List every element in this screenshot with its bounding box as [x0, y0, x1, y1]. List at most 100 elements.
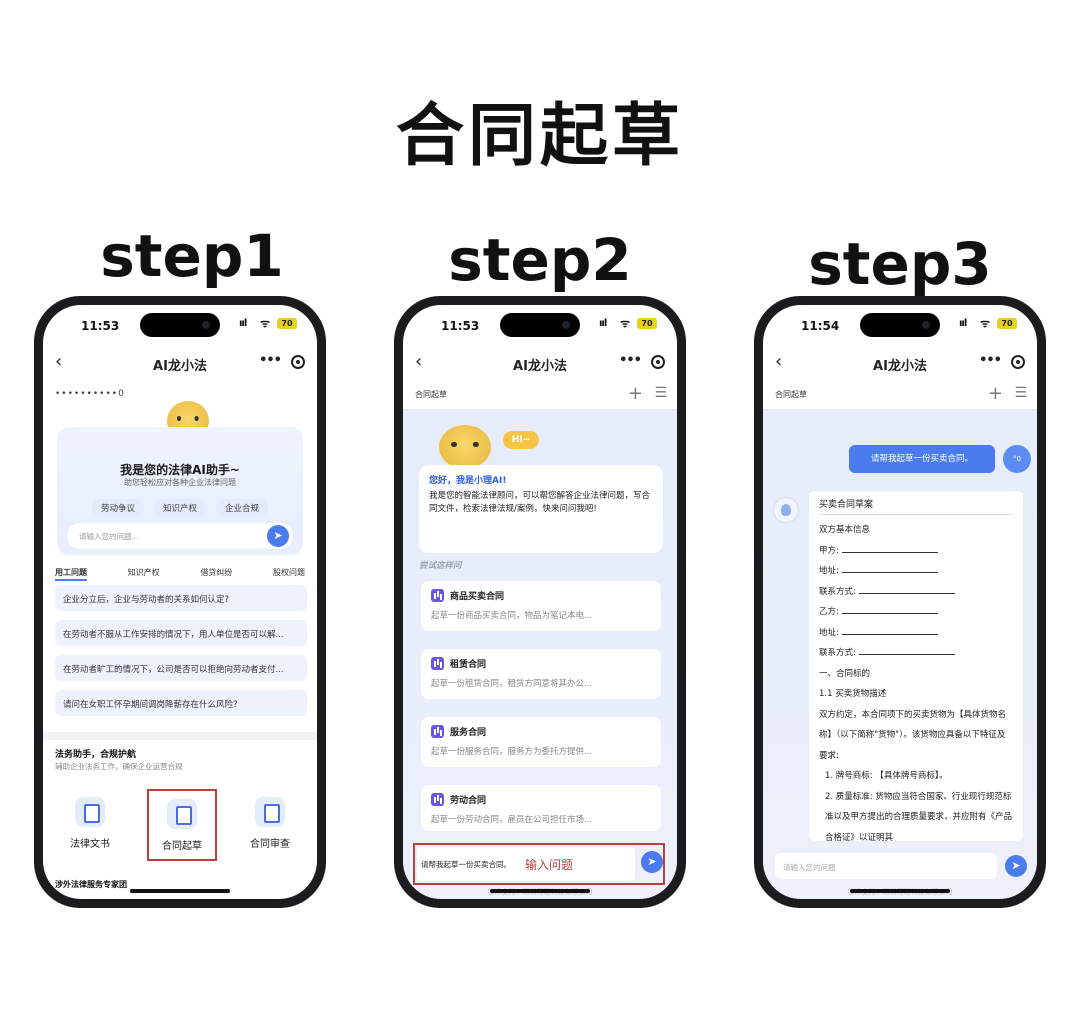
dynamic-island [860, 313, 940, 337]
phone-step2: 11:53 ııl ᯤ 70 ‹ AI龙小法 ••• 合同起草 + ☰ HI~ … [394, 296, 686, 908]
tool-grid: 法律文书 合同起草 合同审查 [43, 789, 317, 861]
new-chat-icon[interactable]: + [627, 383, 643, 404]
more-icon[interactable]: ••• [619, 353, 642, 368]
section-subtitle: 辅助企业法务工作，确保企业运营合规 [55, 762, 183, 771]
account-id: ••••••••••0 [55, 389, 125, 399]
home-indicator [490, 889, 590, 893]
search-placeholder: 请输入您的问题... [79, 532, 139, 541]
doc-field: 乙方: [819, 602, 1013, 623]
chat-mode-label: 合同起草 [415, 390, 447, 399]
tool-legal-docs[interactable]: 法律文书 [55, 789, 125, 861]
chat-input[interactable]: 请帮我起草一份买卖合同。 输入问题 [417, 847, 635, 881]
intro-message: 您好，我是小理AI! 我是您的智能法律顾问，可以帮您解答企业法律问题，写合同文件… [419, 465, 663, 553]
chip-labor[interactable]: 劳动争议 [91, 499, 144, 517]
step1-label: step1 [100, 222, 284, 290]
back-icon[interactable]: ‹ [775, 351, 783, 372]
card-desc: 起草一份租赁合同，租赁方同意将其办公... [431, 679, 593, 689]
home-indicator [850, 889, 950, 893]
tool-label: 法律文书 [70, 839, 110, 850]
menu-icon[interactable]: ☰ [654, 385, 667, 401]
home-indicator [130, 889, 230, 893]
mascot-icon [439, 425, 491, 469]
chat-input[interactable]: 请输入您的问题 [775, 853, 997, 879]
status-time: 11:53 [81, 319, 120, 333]
highlight-box [413, 843, 665, 885]
back-icon[interactable]: ‹ [55, 351, 63, 372]
phone-step3: 11:54 ııl ᯤ 70 ‹ AI龙小法 ••• 合同起草 + ☰ 请帮我起… [754, 296, 1046, 908]
intro-body: 我是您的智能法律顾问，可以帮您解答企业法律问题，写合同文件，检索法律法规/案例，… [429, 491, 651, 514]
search-input[interactable]: 请输入您的问题... ➤ [67, 523, 293, 549]
tab-employment[interactable]: 用工问题 [55, 567, 87, 581]
record-icon[interactable] [651, 355, 665, 369]
hero-tagline: 助您轻松应对各种企业法律问题 [124, 478, 236, 487]
send-button[interactable]: ➤ [641, 851, 663, 873]
hero-headline: 我是您的法律AI助手~ [120, 463, 240, 477]
doc-line: 双方基本信息 [819, 525, 871, 535]
suggestion-card-service[interactable]: 服务合同 起草一份服务合同，服务方为委托方提供... [421, 717, 661, 767]
card-desc: 起草一份商品买卖合同，物品为笔记本电... [431, 611, 593, 621]
try-asking-label: 尝试这样问 [419, 561, 462, 571]
divider [43, 732, 317, 740]
doc-list-item: 1. 牌号商标: 【具体牌号商标】。 [825, 771, 948, 781]
suggestion-card-labor[interactable]: 劳动合同 起草一份劳动合同，雇员在公司担任市场... [421, 785, 661, 831]
question-item[interactable]: 请问在女职工怀孕期间调岗降薪存在什么风险? [55, 690, 307, 716]
nav-bar: ‹ AI龙小法 ••• [763, 345, 1037, 381]
more-icon[interactable]: ••• [979, 353, 1002, 368]
contract-draft-message: 买卖合同草案 双方基本信息 甲方: 地址: 联系方式: 乙方: 地址: 联系方式… [809, 491, 1023, 841]
card-title: 租赁合同 [450, 660, 487, 670]
more-icon[interactable]: ••• [259, 353, 282, 368]
menu-icon[interactable]: ☰ [1014, 385, 1027, 401]
doc-field: 地址: [819, 623, 1013, 644]
wifi-icon: ᯤ [620, 317, 631, 330]
phone3-screen: 11:54 ııl ᯤ 70 ‹ AI龙小法 ••• 合同起草 + ☰ 请帮我起… [763, 305, 1037, 899]
signal-icon: ııl [959, 318, 967, 329]
chat-header: 合同起草 + ☰ [403, 381, 677, 409]
status-time: 11:54 [801, 319, 840, 333]
chart-icon [431, 589, 444, 602]
doc-field: 联系方式: [819, 582, 1013, 603]
chat-input-text: 请帮我起草一份买卖合同。 [421, 860, 511, 869]
doc-paragraph: 双方约定，本合同项下的买卖货物为【具体货物名称】（以下简称"货物"）。该货物应具… [819, 709, 1007, 761]
status-bar: 11:54 ııl ᯤ 70 [763, 305, 1037, 345]
status-time: 11:53 [441, 319, 480, 333]
user-avatar: °0 [1003, 445, 1031, 473]
tool-contract-draft[interactable]: 合同起草 [147, 789, 217, 861]
step2-label: step2 [448, 226, 632, 294]
bot-avatar-icon [773, 497, 799, 523]
question-item[interactable]: 在劳动者旷工的情况下，公司是否可以拒绝向劳动者支付... [55, 655, 307, 681]
send-button[interactable]: ➤ [267, 525, 289, 547]
doc-field: 地址: [819, 561, 1013, 582]
chip-compliance[interactable]: 企业合规 [216, 499, 269, 517]
chart-icon [431, 793, 444, 806]
question-item[interactable]: 在劳动者不服从工作安排的情况下，用人单位是否可以解... [55, 620, 307, 646]
hi-badge: HI~ [503, 431, 539, 449]
new-chat-icon[interactable]: + [987, 383, 1003, 404]
chip-ip[interactable]: 知识产权 [153, 499, 206, 517]
signal-icon: ııl [599, 318, 607, 329]
battery-icon: 70 [637, 318, 657, 329]
phone1-screen: 11:53 ııl ᯤ 70 ‹ AI龙小法 ••• ••••••••••0 我… [43, 305, 317, 899]
section-title: 法务助手，合规护航 [55, 750, 137, 760]
tool-label: 合同审查 [250, 839, 290, 850]
nav-title: AI龙小法 [513, 359, 567, 374]
suggestion-card-sale[interactable]: 商品买卖合同 起草一份商品买卖合同，物品为笔记本电... [421, 581, 661, 631]
tab-ip[interactable]: 知识产权 [127, 568, 160, 577]
send-button[interactable]: ➤ [1005, 855, 1027, 877]
chat-mode-label: 合同起草 [775, 390, 807, 399]
battery-icon: 70 [277, 318, 297, 329]
tool-label: 合同起草 [162, 841, 202, 852]
record-icon[interactable] [291, 355, 305, 369]
question-item[interactable]: 企业分立后，企业与劳动者的关系如何认定? [55, 585, 307, 611]
chart-icon [431, 657, 444, 670]
card-title: 商品买卖合同 [450, 592, 505, 602]
intro-hello: 您好，我是小理AI! [429, 476, 507, 486]
back-icon[interactable]: ‹ [415, 351, 423, 372]
tab-loan[interactable]: 借贷纠纷 [200, 568, 233, 577]
tool-contract-review[interactable]: 合同审查 [235, 789, 305, 861]
doc-line: 1.1 买卖货物描述 [819, 689, 887, 699]
card-desc: 起草一份服务合同，服务方为委托方提供... [431, 747, 593, 757]
record-icon[interactable] [1011, 355, 1025, 369]
tab-equity[interactable]: 股权问题 [272, 568, 305, 577]
doc-list-item: 2. 质量标准: 货物应当符合国家、行业现行规范标准以及甲方提出的合理质量要求，… [825, 791, 1013, 842]
suggestion-card-lease[interactable]: 租赁合同 起草一份租赁合同，租赁方同意将其办公... [421, 649, 661, 699]
